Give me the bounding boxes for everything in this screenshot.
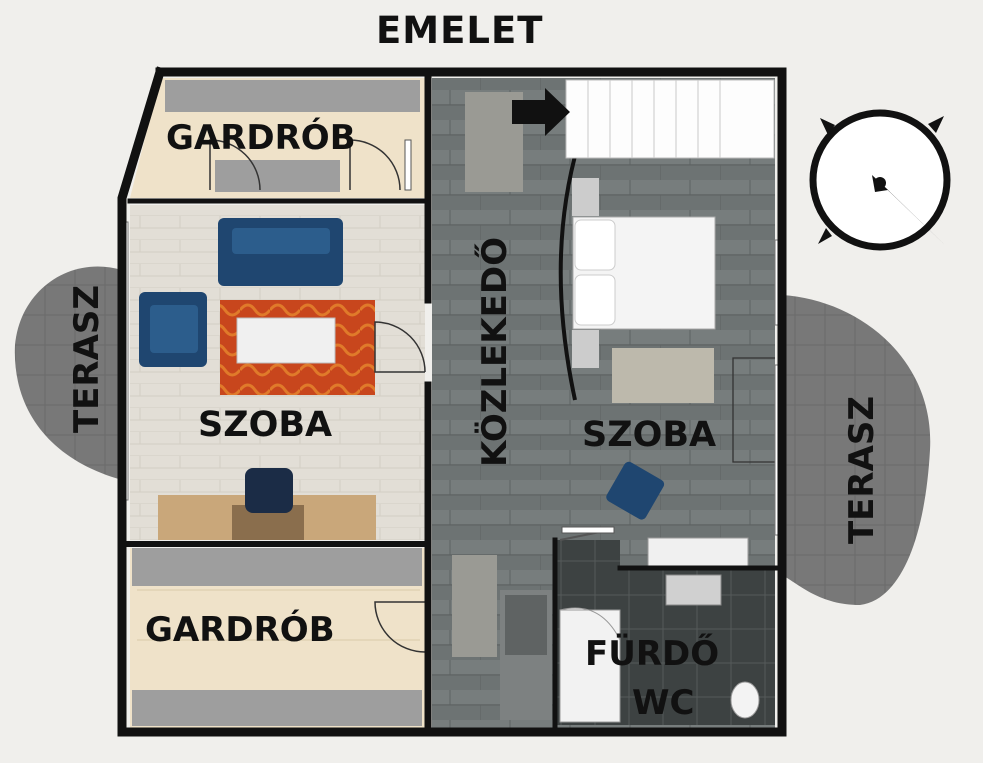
room-label-wc: WC <box>632 683 695 723</box>
stairs <box>512 79 775 159</box>
room-label-kozlekedo: KÖZLEKEDŐ <box>475 237 515 467</box>
room-label-terasz-right: TERASZ <box>842 395 882 545</box>
page-title: EMELET <box>376 9 544 52</box>
desk-chair <box>245 468 293 513</box>
room-label-furdo: FÜRDŐ <box>585 634 720 674</box>
room-label-szoba-right: SZOBA <box>582 415 717 455</box>
room-label-gardrob-top: GARDRÓB <box>166 118 356 158</box>
terrace-right <box>782 295 931 605</box>
coffee-table <box>236 317 336 364</box>
bathtub <box>559 607 621 723</box>
stair-arrow <box>512 88 570 136</box>
bedroom-chair <box>606 461 665 520</box>
terrace-left <box>14 266 122 480</box>
compass-icon <box>809 109 951 251</box>
walls <box>117 66 787 737</box>
room-label-szoba-left: SZOBA <box>198 405 333 445</box>
toilet <box>730 681 760 719</box>
room-label-terasz-left: TERASZ <box>67 284 107 434</box>
room-label-gardrob-bottom: GARDRÓB <box>145 610 335 650</box>
